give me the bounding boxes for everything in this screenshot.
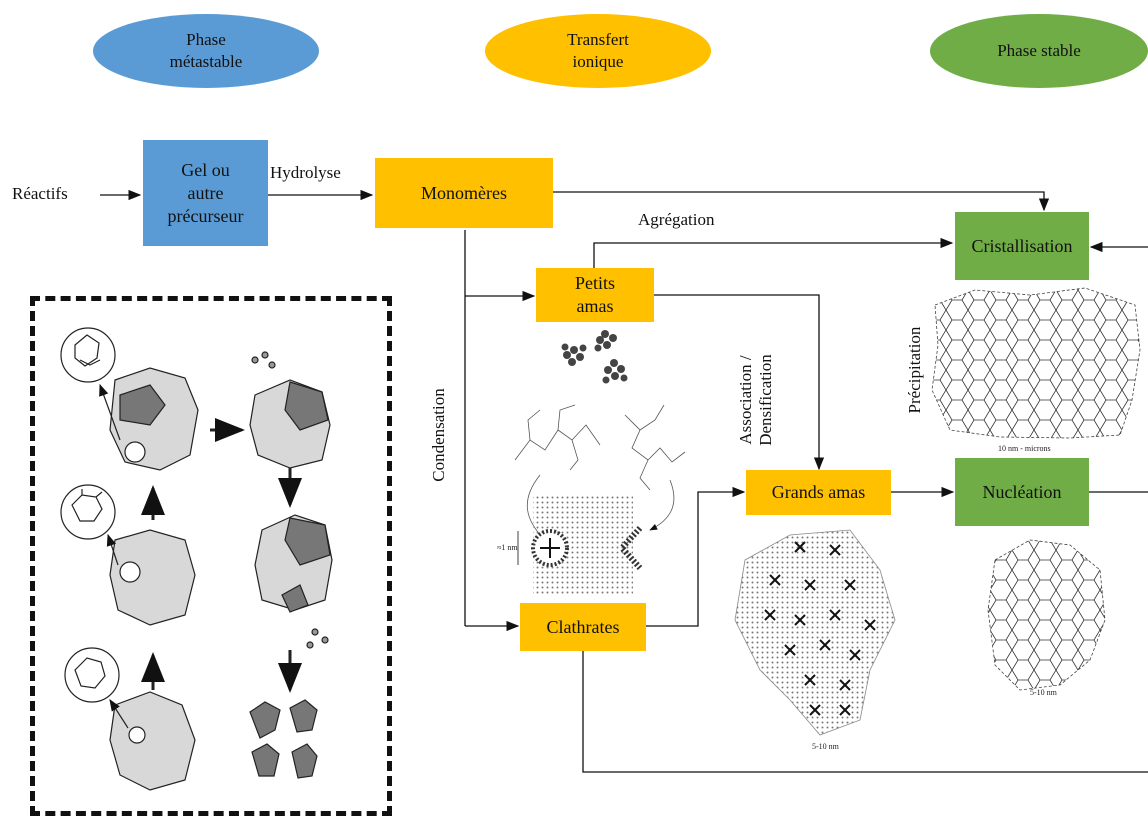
scale-nucleation: 5-10 nm [1030, 688, 1057, 697]
mechanism-frame [30, 296, 392, 816]
cristallisation-node: Cristallisation [955, 212, 1089, 280]
clathrates-node: Clathrates [520, 603, 646, 651]
grands-amas-label: Grands amas [771, 482, 866, 502]
monomeres-node: Monomères [375, 158, 553, 228]
phase-metastable-ellipse: Phase métastable [93, 14, 319, 88]
clathrate-lattice-illustration [517, 495, 643, 595]
gel-node: Gel ou autre précurseur [143, 140, 268, 246]
grands-amas-illustration [734, 529, 896, 736]
nucleation-node: Nucléation [955, 458, 1089, 526]
arrow-association [654, 294, 825, 471]
petits-amas-label: Petits amas [574, 273, 615, 316]
monomeres-label: Monomères [421, 182, 507, 203]
crystal-mesh-illustration [931, 287, 1141, 439]
scale-cristal: 10 nm - microns [998, 444, 1051, 453]
association-label: Association / Densification [736, 354, 775, 446]
scale-grands: 5-10 nm [812, 742, 839, 751]
phase-transfert-ellipse: Transfert ionique [485, 14, 711, 88]
gel-label: Gel ou autre précurseur [167, 159, 244, 226]
cristallisation-label: Cristallisation [971, 235, 1073, 256]
agregation-label: Agrégation [638, 210, 715, 229]
clathrates-label: Clathrates [546, 616, 620, 637]
hydrolyse-label: Hydrolyse [270, 163, 341, 182]
clathrates-bottom-line [582, 651, 1148, 773]
precipitation-label: Précipitation [905, 326, 924, 414]
mechanism-illustration [60, 327, 333, 791]
arrow-agregation [593, 237, 954, 268]
petits-amas-illustration [561, 330, 628, 384]
condensation-label: Condensation [429, 388, 448, 482]
petits-amas-node: Petits amas [536, 268, 654, 322]
arrow-monomeres-cristallisation [553, 191, 1050, 212]
phase-stable-ellipse: Phase stable [930, 14, 1148, 88]
phase-stable-label: Phase stable [997, 41, 1081, 60]
nucleation-label: Nucléation [982, 481, 1062, 502]
scale-1nm: ≈1 nm [497, 543, 518, 552]
phase-metastable-label: Phase métastable [169, 30, 243, 71]
grands-amas-node: Grands amas [746, 470, 891, 515]
nucleation-mesh-illustration [987, 539, 1106, 691]
phase-transfert-label: Transfert ionique [567, 30, 629, 71]
reactifs-label: Réactifs [12, 184, 68, 203]
arrow-clathrates-grands [646, 486, 746, 627]
